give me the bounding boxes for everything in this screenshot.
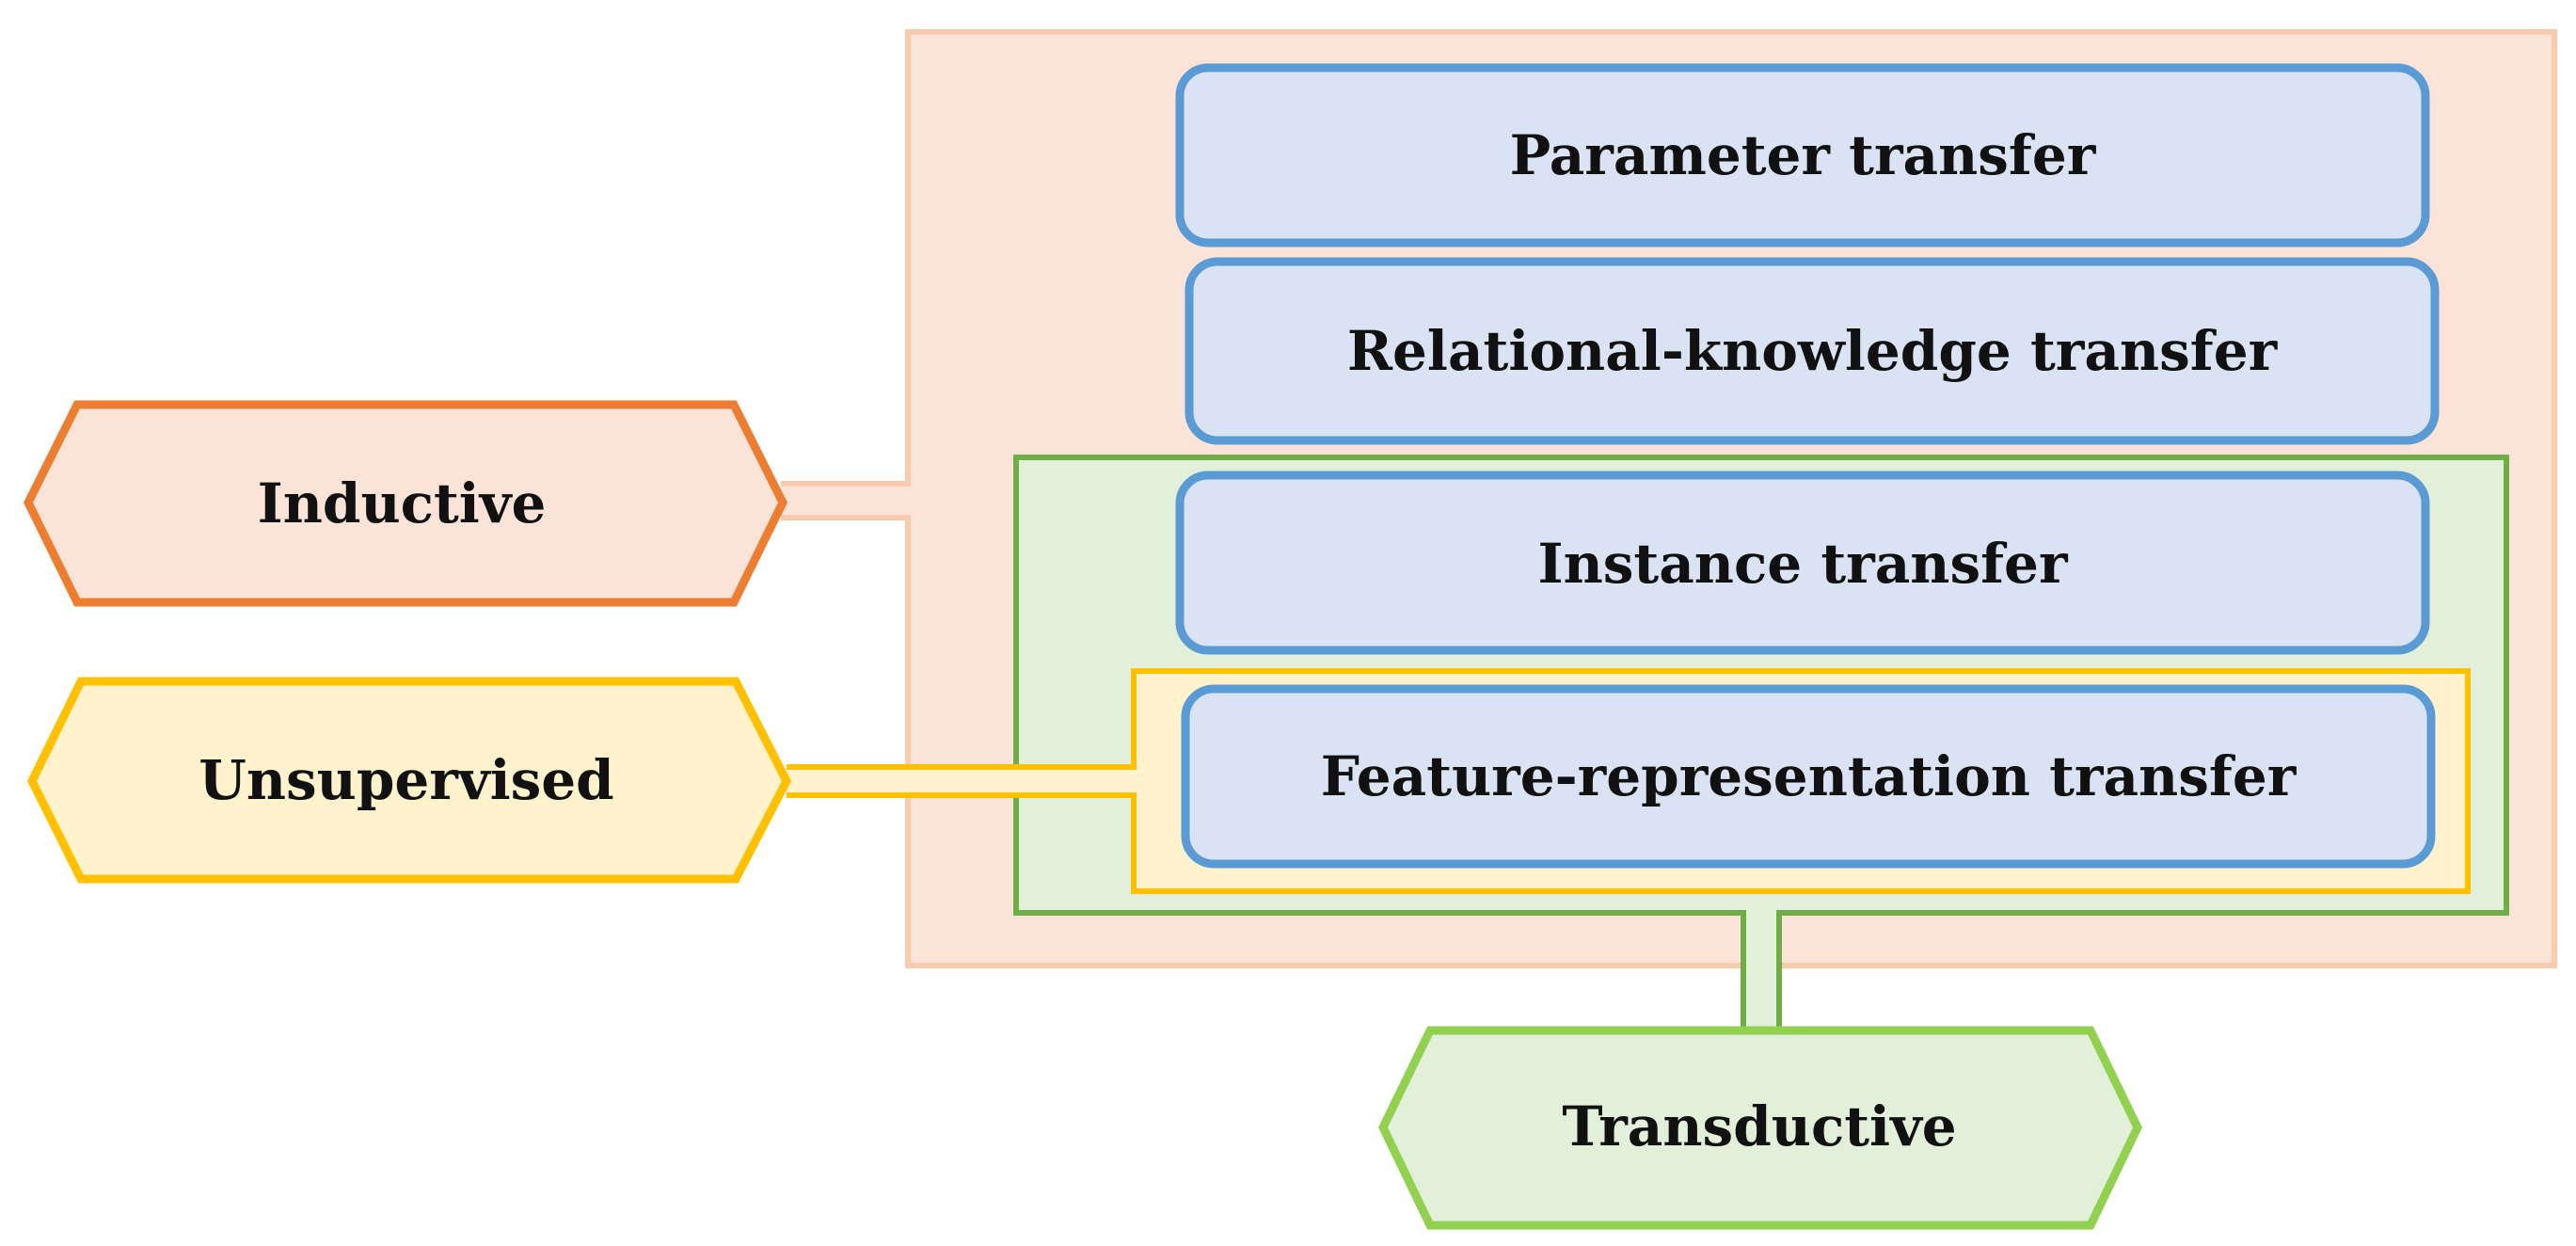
feature-representation-transfer-box — [1181, 684, 2436, 869]
relational-knowledge-transfer-box — [1185, 257, 2440, 445]
transductive-hexagon — [1378, 1026, 2142, 1230]
transductive-connector — [1741, 910, 1782, 1032]
unsupervised-connector — [787, 764, 1137, 798]
transductive-label: Transductive — [1562, 1094, 1956, 1158]
inductive-label: Inductive — [258, 471, 547, 535]
unsupervised-hexagon — [26, 677, 792, 884]
parameter-transfer-label: Parameter transfer — [1510, 123, 2097, 187]
unsupervised-label: Unsupervised — [199, 748, 613, 812]
relational-knowledge-transfer-label: Relational-knowledge transfer — [1347, 319, 2279, 383]
feature-representation-transfer-label: Feature-representation transfer — [1321, 744, 2298, 808]
parameter-transfer-box — [1175, 63, 2430, 248]
inductive-hexagon — [23, 400, 788, 607]
inductive-connector — [781, 481, 911, 520]
instance-transfer-label: Instance transfer — [1537, 532, 2069, 596]
instance-transfer-box — [1175, 471, 2430, 655]
